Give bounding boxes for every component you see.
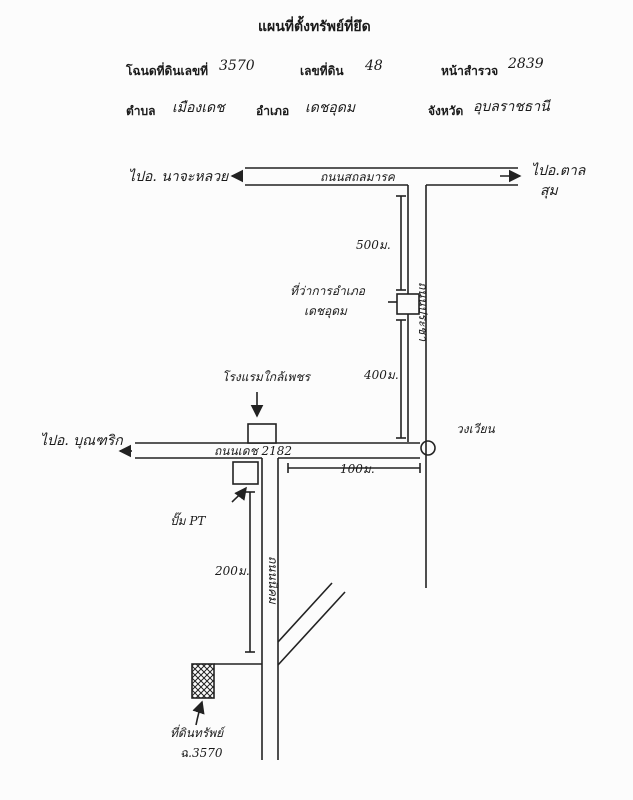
distance-100-label: 100ม. [340,462,375,476]
land-no-value: 48 [365,58,383,74]
mid-road-label: ถนนเดช 2182 [214,444,293,458]
gas-station-pointer [231,486,247,503]
branch-road-upper-edge [277,582,333,643]
lower-road-label: ถนนนิคม [266,556,280,604]
right-road-label: ถนนประชา [416,282,430,342]
district-office-building [396,293,420,315]
district-label: อำเภอ [256,104,290,118]
roundabout-label: วงเวียน [456,422,495,436]
gas-station-building [232,461,259,485]
distance-200-label: 200ม. [215,564,250,578]
gas-station-label: ปั๊ม PT [170,514,206,528]
hotel-label: โรงแรมใกล้เพชร [222,370,310,384]
survey-page-value: 2839 [508,56,544,72]
roundabout-circle [420,440,436,456]
direction-left-top-label: ไปอ. นาจะหลวย [128,169,229,185]
province-label: จังหวัด [428,104,464,118]
district-office-label: ที่ว่าการอำเภอ [290,284,365,298]
property-pointer [192,700,205,726]
distance-500-label: 500ม. [356,238,391,252]
property-deed-label: ฉ.3570 [180,746,223,760]
hotel-building [247,423,277,444]
deed-value: 3570 [219,58,255,74]
land-no-label: เลขที่ดิน [300,64,344,78]
page-title: แผนที่ตั้งทรัพย์ที่ยึด [258,19,371,35]
property-parcel [191,663,215,699]
survey-page-label: หน้าสำรวจ [441,64,499,78]
property-label: ที่ดินทรัพย์ [170,726,224,740]
branch-road-lower-edge [277,591,346,666]
top-road-label: ถนนสถลมารค [320,170,395,184]
deed-label: โฉนดที่ดินเลขที่ [126,64,209,78]
direction-right-top-label-2: สุม [540,183,558,199]
province-value: อุบลราชธานี [473,99,550,115]
district-value: เดชอุดม [305,100,356,116]
subdistrict-value: เมืองเดช [172,100,225,116]
distance-400-label: 400ม. [364,368,399,382]
direction-right-top-label: ไปอ.ตาล [531,163,586,179]
district-office-label-2: เดชอุดม [304,304,347,318]
subdistrict-label: ตำบล [126,104,156,118]
direction-left-mid-label: ไปอ. บุณฑริก [40,433,123,449]
